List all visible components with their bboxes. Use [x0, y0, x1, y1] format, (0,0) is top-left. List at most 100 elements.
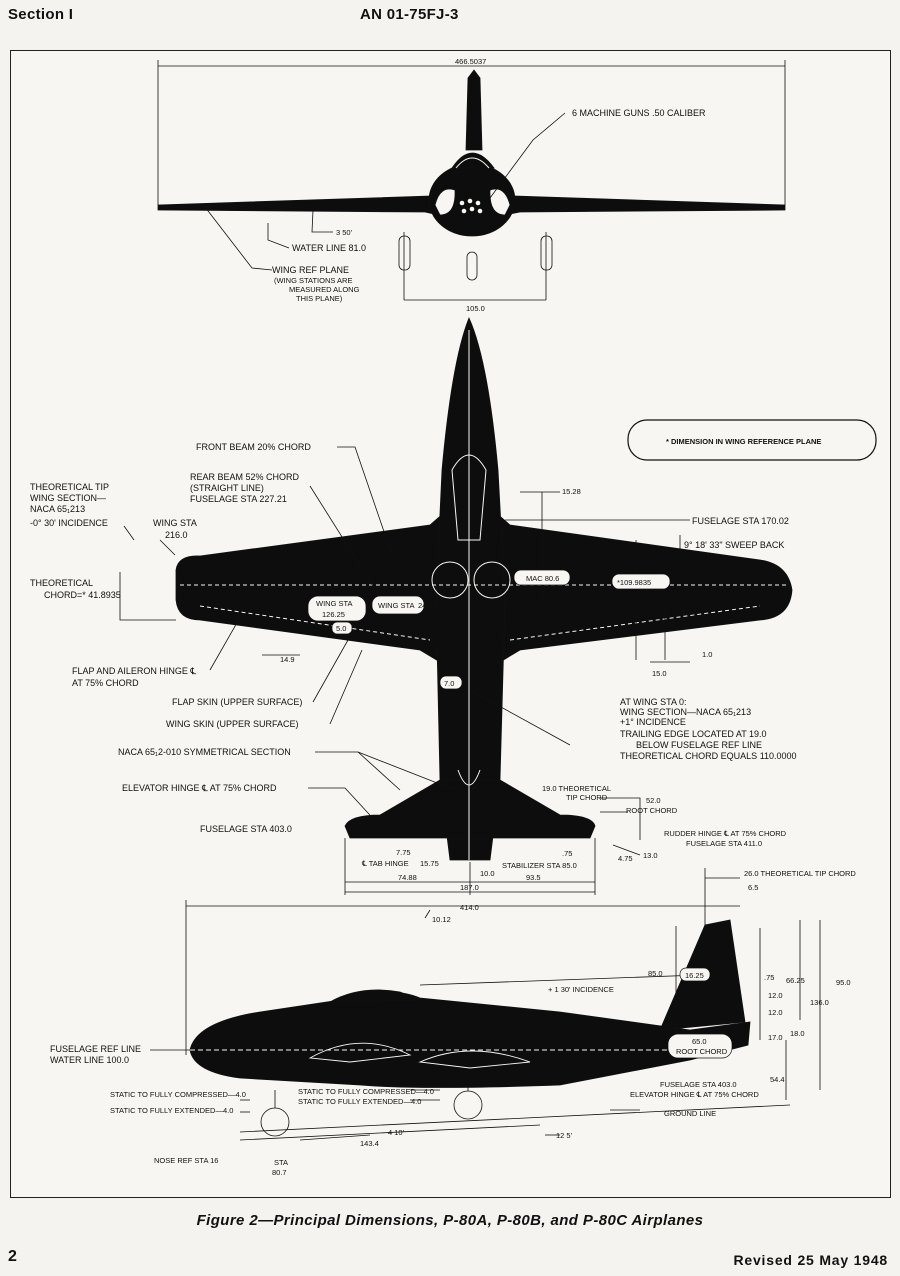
dim-6-5: 6.5 [748, 883, 758, 892]
dim-74-88: 74.88 [398, 873, 417, 882]
dim-95: 95.0 [836, 978, 851, 987]
root-section-1: AT WING STA 0: [620, 697, 687, 707]
tip-section-4: -0° 30' INCIDENCE [30, 518, 108, 528]
wing-ref-plane-note-3: THIS PLANE) [296, 294, 343, 303]
sta-label: STA [274, 1158, 288, 1167]
tip-section-1: THEORETICAL TIP [30, 482, 109, 492]
plan-horizontal-tail [344, 779, 596, 839]
nose-static-compressed: STATIC TO FULLY COMPRESSED—4.0 [110, 1090, 246, 1099]
wing-ref-plane: WING REF PLANE [272, 265, 349, 275]
tread-label: 105.0 [466, 304, 485, 313]
dim-12-b: 12.0 [768, 1008, 783, 1017]
fuselage-sta-170: FUSELAGE STA 170.02 [692, 516, 789, 526]
wing-sta-126-label: WING STA [316, 599, 353, 608]
mac-label: MAC 80.6 [526, 574, 559, 583]
wing-sta-24-value: 24.0 [418, 601, 433, 610]
angle-4-10: 4 10' [388, 1128, 405, 1137]
flap-skin-label: FLAP SKIN (UPPER SURFACE) [172, 697, 302, 707]
wing-ref-plane-note-1: (WING STATIONS ARE [274, 276, 352, 285]
nose-static-extended: STATIC TO FULLY EXTENDED—4.0 [110, 1106, 233, 1115]
angle-12-5: 12 5' [556, 1131, 573, 1140]
dim-13-0: 13.0 [643, 851, 658, 860]
root-section-3: +1° INCIDENCE [620, 717, 686, 727]
stabilizer-sta: STABILIZER STA 85.0 [502, 861, 577, 870]
water-line-81: WATER LINE 81.0 [292, 243, 366, 253]
dim-54-4: 54.4 [770, 1075, 785, 1084]
front-right-wheel [540, 235, 553, 271]
root-section-2: WING SECTION—NACA 65₁213 [620, 707, 751, 717]
legend-text: * DIMENSION IN WING REFERENCE PLANE [666, 437, 821, 446]
mac-chord-value: *109.9835 [617, 578, 651, 587]
plan-view [119, 316, 877, 919]
dim-75-side: .75 [764, 973, 774, 982]
fuselage-ref-line: FUSELAGE REF LINE [50, 1044, 141, 1054]
dim-4-75: 4.75 [618, 854, 633, 863]
dim-15-75: 15.75 [420, 859, 439, 868]
page-number: 2 [8, 1248, 17, 1265]
tab-hinge-label: ℄ TAB HINGE [361, 859, 409, 868]
dim-16-25: 16.25 [685, 971, 704, 980]
wing-skin-label: WING SKIN (UPPER SURFACE) [166, 719, 299, 729]
section-label: Section I [8, 6, 74, 23]
wing-sta-216-label: WING STA [153, 518, 197, 528]
dim-18: 18.0 [790, 1029, 805, 1038]
root-chord-65-label: ROOT CHORD [676, 1047, 728, 1056]
wing-sta-24-label: WING STA [378, 601, 415, 610]
figure-caption: Figure 2—Principal Dimensions, P-80A, P-… [196, 1212, 704, 1229]
root-section-5: BELOW FUSELAGE REF LINE [636, 740, 762, 750]
rudder-hinge-label: RUDDER HINGE ℄ AT 75% CHORD [664, 829, 787, 838]
dim-93-5: 93.5 [526, 873, 541, 882]
dim-7-75: 7.75 [396, 848, 411, 857]
naca-symmetrical-label: NACA 65₁2-010 SYMMETRICAL SECTION [118, 747, 291, 757]
plan-fuselage [435, 316, 506, 861]
sweep-label: 9° 18' 33" SWEEP BACK [684, 540, 784, 550]
rear-beam-label: REAR BEAM 52% CHORD [190, 472, 300, 482]
side-nose-wheel [260, 1107, 290, 1137]
wing-sta-126-value: 126.25 [322, 610, 345, 619]
side-fuselage [189, 991, 751, 1088]
tip-section-2: WING SECTION— [30, 493, 106, 503]
dim-10-12: 10.12 [432, 915, 451, 924]
tip-chord-19: 19.0 THEORETICAL [542, 784, 611, 793]
theo-chord-value: CHORD=* 41.8935 [44, 590, 121, 600]
dim-136: 136.0 [810, 998, 829, 1007]
root-section-4: TRAILING EDGE LOCATED AT 19.0 [620, 729, 767, 739]
fuselage-sta-403: FUSELAGE STA 403.0 [200, 824, 292, 834]
side-view [150, 868, 821, 1141]
length-414: 414.0 [460, 903, 479, 912]
flap-hinge-chord: AT 75% CHORD [72, 678, 139, 688]
dim-15-28: 15.28 [562, 487, 581, 496]
wing-ref-plane-note-2: MEASURED ALONG [289, 285, 360, 294]
root-chord-52: 52.0 [646, 796, 661, 805]
dim-143-4: 143.4 [360, 1139, 379, 1148]
sta-80-7: 80.7 [272, 1168, 287, 1177]
dim-5-0: 5.0 [336, 624, 346, 633]
root-chord-65: 65.0 [692, 1037, 707, 1046]
elevator-hinge-label: ELEVATOR HINGE ℄ AT 75% CHORD [122, 783, 277, 793]
front-left-wheel [398, 235, 411, 271]
dim-7-0: 7.0 [444, 679, 454, 688]
dim-85: 85.0 [648, 969, 663, 978]
dim-187: 187.0 [460, 883, 479, 892]
theo-chord-label: THEORETICAL [30, 578, 93, 588]
side-main-wheel [453, 1090, 483, 1120]
dim-14-9: 14.9 [280, 655, 295, 664]
main-static-compressed: STATIC TO FULLY COMPRESSED—4.0 [298, 1087, 434, 1096]
rear-beam-sta: FUSELAGE STA 227.21 [190, 494, 287, 504]
tail-incidence: + 1 30' INCIDENCE [548, 985, 614, 994]
rudder-hinge-sta: FUSELAGE STA 411.0 [686, 839, 762, 848]
front-vertical-tail [465, 69, 483, 151]
root-section-6: THEORETICAL CHORD EQUALS 110.0000 [620, 751, 797, 761]
front-beam-label: FRONT BEAM 20% CHORD [196, 442, 311, 452]
dim-12-a: 12.0 [768, 991, 783, 1000]
water-line-100: WATER LINE 100.0 [50, 1055, 129, 1065]
fuselage-sta-403-side: FUSELAGE STA 403.0 [660, 1080, 737, 1089]
nose-ref-sta: NOSE REF STA 16 [154, 1156, 218, 1165]
legend-box [627, 419, 877, 461]
ground-line: GROUND LINE [664, 1109, 716, 1118]
dim-66-25: 66.25 [786, 976, 805, 985]
dim-1-0: 1.0 [702, 650, 712, 659]
tip-chord-19-label: TIP CHORD [566, 793, 608, 802]
dim-15-0: 15.0 [652, 669, 667, 678]
